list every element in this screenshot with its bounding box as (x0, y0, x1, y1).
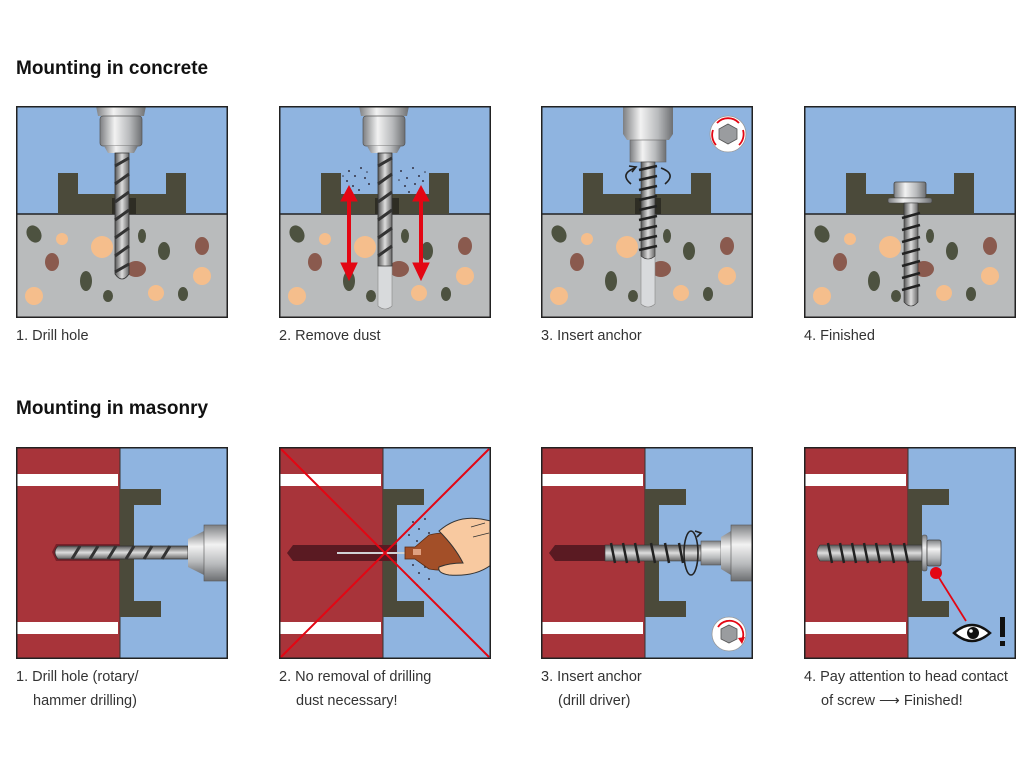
section-title-concrete: Mounting in concrete (16, 58, 209, 79)
masonry-step-1-caption: 1. Drill hole (rotary/ hammer drilling) (16, 669, 139, 709)
masonry-step-2-illustration (279, 447, 491, 659)
concrete-step-4-illustration (804, 106, 1016, 318)
drill-bit-icon (54, 545, 189, 560)
masonry-step-3-illustration (541, 447, 753, 659)
concrete-step-3-caption: 3. Insert anchor (541, 328, 642, 344)
rotation-arrow-icon (683, 530, 703, 576)
masonry-step-2-caption: 2. No removal of drilling dust necessary… (279, 669, 432, 709)
rotation-hex-badge-icon (709, 115, 747, 153)
masonry-step-1-illustration (16, 447, 228, 659)
head-contact-marker-icon (930, 567, 967, 622)
section-title-masonry: Mounting in masonry (16, 398, 209, 419)
hand-icon (438, 517, 491, 576)
masonry-step-4-caption: 4. Pay attention to head contact of scre… (804, 669, 1008, 709)
dust-particles-icon (342, 167, 426, 193)
concrete-step-1-caption: 1. Drill hole (16, 328, 89, 344)
concrete-step-2-caption: 2. Remove dust (279, 328, 381, 344)
masonry-step-3-caption: 3. Insert anchor (drill driver) (541, 669, 642, 709)
concrete-step-4-caption: 4. Finished (804, 328, 875, 344)
concrete-step-3-illustration (541, 106, 753, 318)
cross-out-icon (280, 448, 490, 658)
concrete-step-2-illustration (279, 106, 491, 318)
rotation-arrow-icon (625, 165, 671, 185)
arrow-right-icon: ⟶ (879, 693, 900, 709)
eye-exclamation-icon (952, 617, 1005, 646)
hex-head-screw-icon (816, 534, 942, 572)
masonry-step-4-illustration (804, 447, 1016, 659)
up-down-arrow-icon (340, 184, 430, 282)
drill-bit-icon (114, 152, 130, 280)
rotation-hex-badge-icon (711, 616, 747, 652)
concrete-step-1-illustration (16, 106, 228, 318)
hex-head-screw-icon (887, 181, 933, 307)
